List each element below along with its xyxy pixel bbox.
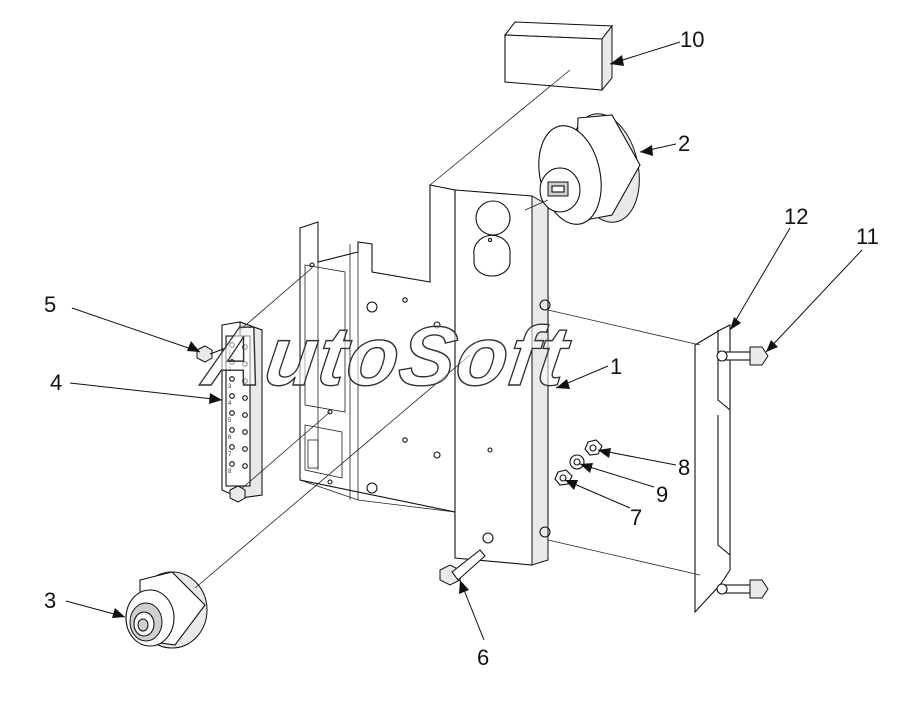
- pin-label: 4: [228, 401, 232, 407]
- callout-5: 5: [44, 292, 56, 317]
- leader-lines: [65, 41, 863, 641]
- callout-11: 11: [856, 224, 879, 249]
- callout-9: 9: [656, 482, 668, 507]
- part-1-bracket: [454, 189, 551, 566]
- assembly-line-10: [429, 69, 571, 186]
- pin-label: 3: [228, 384, 232, 390]
- callout-8: 8: [678, 455, 690, 480]
- terminal-pin-numbers: 1 2 3 4 5 6 7 8: [228, 350, 232, 475]
- watermark-autosoft: AutoSoft: [196, 309, 576, 403]
- pin-label: 1: [228, 350, 232, 356]
- callout-6: 6: [477, 645, 489, 670]
- callout-10: 10: [680, 27, 704, 52]
- terminal-screws: [229, 342, 248, 469]
- pin-label: 6: [228, 435, 232, 441]
- pin-label: 8: [228, 469, 232, 475]
- callout-12: 12: [784, 204, 808, 229]
- callout-1: 1: [610, 354, 622, 379]
- pin-label: 5: [228, 418, 232, 424]
- part-2-switch: [524, 113, 641, 225]
- callout-3: 3: [44, 588, 56, 613]
- assembly-line-4b: [239, 411, 331, 491]
- assembly-line-3: [194, 354, 471, 589]
- callout-7: 7: [630, 505, 642, 530]
- callout-2: 2: [678, 131, 690, 156]
- part-4-terminal-block: 1 2 3 4 5 6 7 8: [221, 321, 263, 499]
- assembly-line-12b: [547, 539, 701, 576]
- pin-label: 7: [228, 452, 232, 458]
- part-10-block: [503, 21, 614, 92]
- callout-4: 4: [50, 370, 62, 395]
- callout-labels: 10 2 1 12 11 5 4 3 6 8 9 7: [44, 27, 879, 670]
- part-5-screws: [196, 345, 246, 503]
- part-3-buzzer: [125, 571, 208, 649]
- pin-label: 2: [228, 367, 232, 373]
- part-12-side-plate: [694, 324, 731, 614]
- parts-7-8-9-hardware: [554, 439, 603, 486]
- part-11-bolts: [716, 346, 769, 599]
- assembly-line-12a: [547, 309, 701, 346]
- assembly-line-4a: [239, 267, 313, 331]
